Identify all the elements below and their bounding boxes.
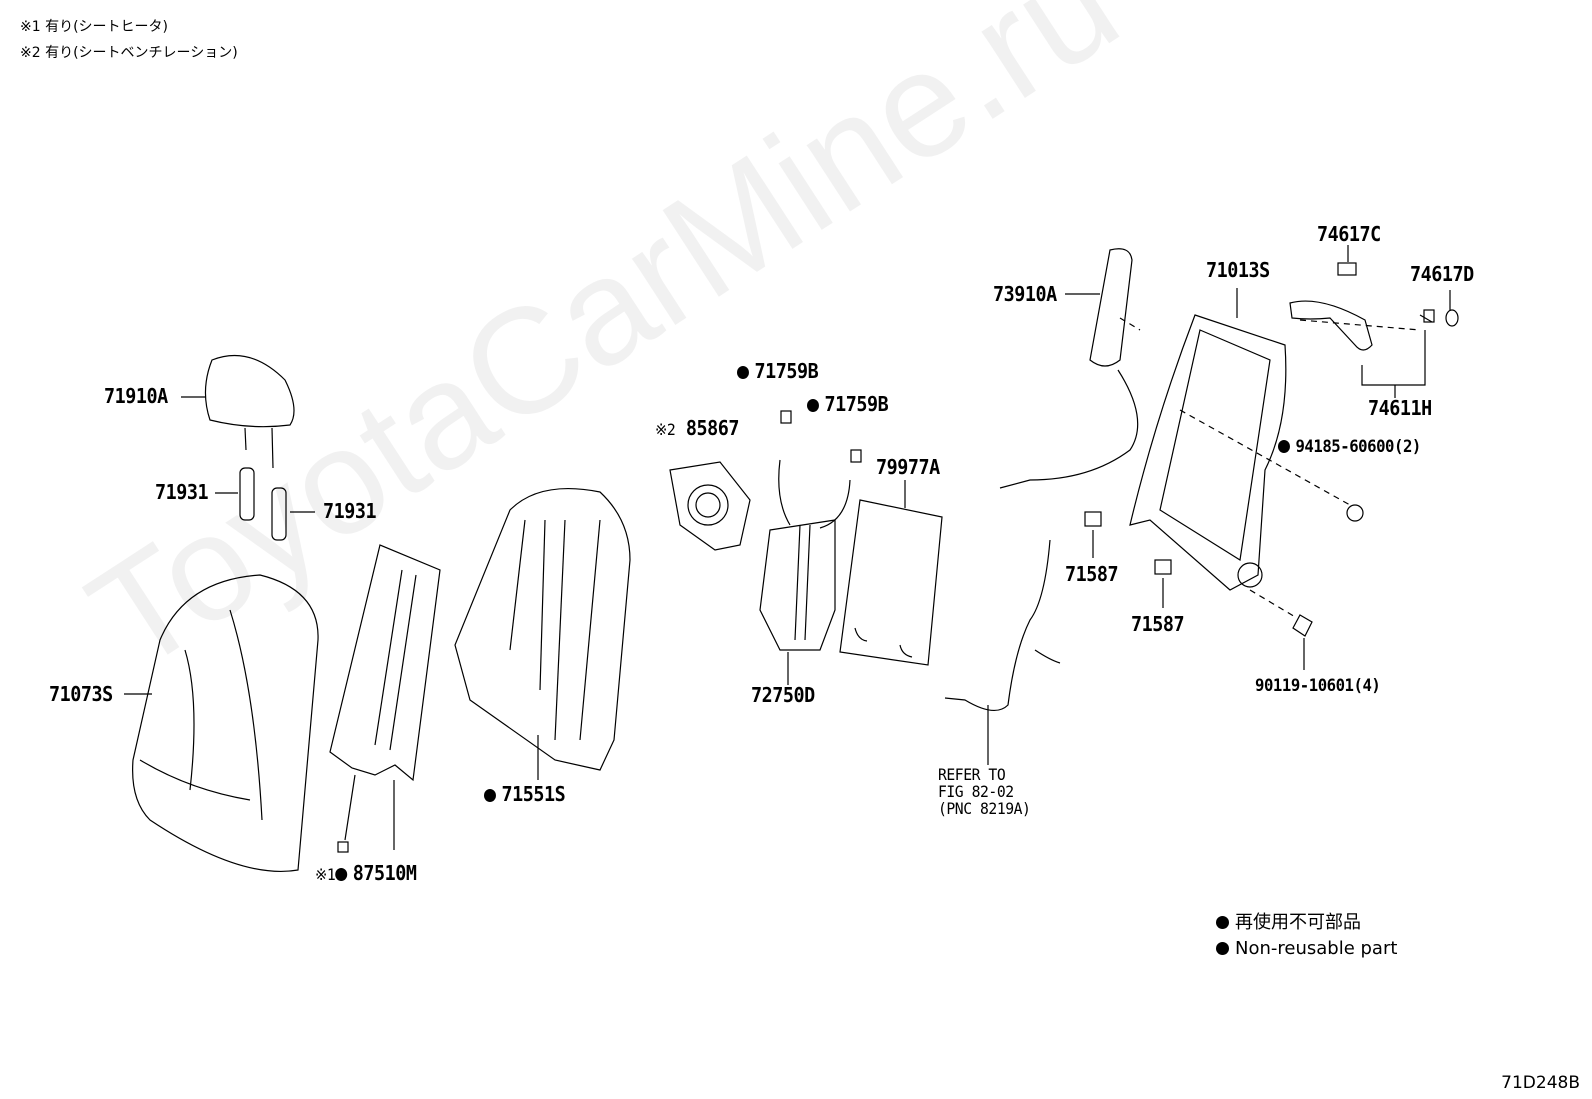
headrest-guide-drawing: [215, 467, 315, 541]
part-label-85867[interactable]: ※2 85867: [655, 418, 739, 438]
note-seat-heater: ※1 有り(シートヒータ): [20, 19, 169, 35]
reference-note[interactable]: REFER TO FIG 82-02 (PNC 8219A): [938, 765, 1031, 818]
legend-en: Non-reusable part: [1216, 940, 1397, 958]
part-number: 71551S: [501, 782, 566, 806]
part-label-71931-left[interactable]: 71931: [155, 480, 209, 504]
legend-jp-text: 再使用不可部品: [1235, 912, 1361, 933]
seatback-pad-drawing: [454, 487, 631, 780]
part-label-74611H[interactable]: 74611H: [1368, 396, 1432, 420]
note-seat-ventilation: ※2 有り(シートベンチレーション): [20, 45, 238, 61]
non-reusable-dot: [1278, 440, 1290, 453]
reference-line-2: FIG 82-02: [938, 782, 1014, 801]
part-label-79977A[interactable]: 79977A: [876, 455, 940, 479]
part-number: 85867: [685, 416, 740, 440]
part-label-71587-upper[interactable]: 71587: [1065, 562, 1119, 586]
part-label-71759B-top[interactable]: 71759B: [737, 359, 819, 383]
part-label-71013S[interactable]: 71013S: [1206, 258, 1270, 282]
ventilation-fan-drawing: [669, 461, 751, 551]
part-label-71073S[interactable]: 71073S: [49, 682, 113, 706]
part-label-73910A[interactable]: 73910A: [993, 282, 1057, 306]
part-number: 71759B: [824, 392, 889, 416]
legend-dot: [1216, 942, 1229, 955]
part-label-71931-right[interactable]: 71931: [323, 499, 377, 523]
legend-dot: [1216, 916, 1229, 929]
seatback-frame-drawing: [1129, 288, 1287, 591]
note-mark-2: ※2: [655, 420, 676, 439]
part-label-94185-60600[interactable]: 94185-60600(2): [1278, 439, 1421, 456]
wire-harness-drawing: [944, 539, 1061, 765]
non-reusable-dot: [807, 399, 819, 412]
part-number: 94185-60600(2): [1295, 437, 1421, 457]
non-reusable-dot: [335, 868, 348, 881]
legend-en-text: Non-reusable part: [1235, 938, 1398, 959]
non-reusable-dot: [484, 789, 496, 802]
part-label-71587-lower[interactable]: 71587: [1131, 612, 1185, 636]
part-label-72750D[interactable]: 72750D: [751, 683, 815, 707]
part-label-87510M[interactable]: ※1 87510M: [315, 861, 417, 885]
figure-code: 71D248B: [1501, 1073, 1580, 1093]
part-number: 71759B: [754, 359, 819, 383]
part-label-71759B-right[interactable]: 71759B: [807, 392, 889, 416]
seat-heater-drawing: [329, 544, 441, 853]
reference-line-3: (PNC 8219A): [938, 799, 1031, 818]
reference-line-1: REFER TO: [938, 765, 1006, 784]
lumbar-support-drawing: [759, 410, 862, 685]
bolt-drawing: [1179, 409, 1364, 670]
part-label-74617C[interactable]: 74617C: [1317, 222, 1381, 246]
part-label-90119-10601[interactable]: 90119-10601(4): [1255, 676, 1381, 696]
seatback-cover-drawing: [124, 574, 319, 873]
clip-drawing: [1084, 511, 1172, 608]
handle-drawing: [1289, 245, 1459, 398]
part-label-74617D[interactable]: 74617D: [1410, 262, 1474, 286]
back-panel-drawing: [839, 480, 943, 666]
part-number: 87510M: [352, 861, 417, 885]
note-mark-1: ※1: [315, 865, 336, 884]
legend-jp: 再使用不可部品: [1216, 914, 1361, 932]
side-airbag-drawing: [999, 248, 1141, 489]
non-reusable-dot: [737, 366, 749, 379]
part-label-71910A[interactable]: 71910A: [104, 384, 168, 408]
headrest-drawing: [181, 354, 295, 469]
part-label-71551S[interactable]: 71551S: [484, 782, 566, 806]
